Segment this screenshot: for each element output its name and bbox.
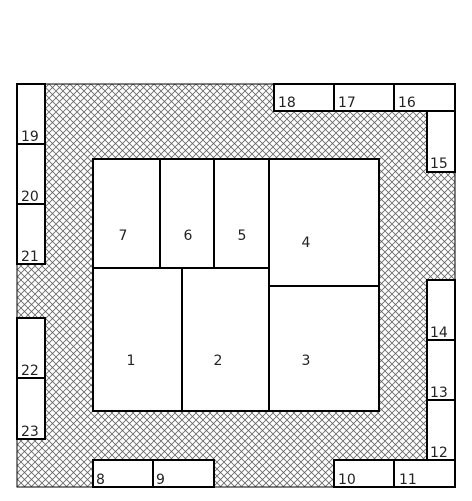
room-9[interactable] [152, 459, 215, 488]
room-12[interactable] [426, 399, 456, 461]
room-21-label: 21 [21, 249, 39, 265]
room-5-label: 5 [238, 228, 247, 244]
room-17[interactable] [333, 83, 395, 112]
room-12-label: 12 [430, 445, 448, 461]
room-1-label: 1 [127, 353, 136, 369]
room-21[interactable] [16, 203, 46, 265]
room-14[interactable] [426, 279, 456, 341]
room-6-label: 6 [184, 228, 193, 244]
room-11[interactable] [393, 459, 456, 488]
room-11-label: 11 [399, 472, 417, 488]
room-22[interactable] [16, 317, 46, 379]
room-3[interactable] [268, 285, 380, 412]
room-4[interactable] [268, 158, 380, 287]
room-10[interactable] [333, 459, 395, 488]
room-3-label: 3 [302, 353, 311, 369]
room-23[interactable] [16, 377, 46, 440]
core-rooms: 1 2 3 4 5 6 7 [92, 158, 380, 412]
room-7[interactable] [92, 158, 161, 269]
room-22-label: 22 [21, 363, 39, 379]
room-20-label: 20 [21, 189, 39, 205]
room-23-label: 23 [21, 424, 39, 440]
room-1[interactable] [92, 267, 183, 412]
room-6[interactable] [159, 158, 215, 269]
room-13-label: 13 [430, 385, 448, 401]
room-7-label: 7 [119, 228, 128, 244]
room-5[interactable] [213, 158, 270, 269]
room-15-label: 15 [430, 156, 448, 172]
room-13[interactable] [426, 339, 456, 401]
room-10-label: 10 [338, 472, 356, 488]
perimeter-rooms: 8 9 10 11 12 13 14 15 16 17 18 19 20 21 … [16, 83, 456, 488]
room-20[interactable] [16, 143, 46, 205]
room-2[interactable] [181, 267, 270, 412]
room-17-label: 17 [338, 95, 356, 111]
room-9-label: 9 [156, 472, 165, 488]
room-8[interactable] [92, 459, 154, 488]
room-16-label: 16 [398, 95, 416, 111]
room-19-label: 19 [21, 129, 39, 145]
room-15[interactable] [426, 110, 456, 173]
room-2-label: 2 [214, 353, 223, 369]
room-8-label: 8 [96, 472, 105, 488]
room-18-label: 18 [278, 95, 296, 111]
room-4-label: 4 [302, 235, 311, 251]
room-14-label: 14 [430, 325, 448, 341]
room-18[interactable] [273, 83, 335, 112]
